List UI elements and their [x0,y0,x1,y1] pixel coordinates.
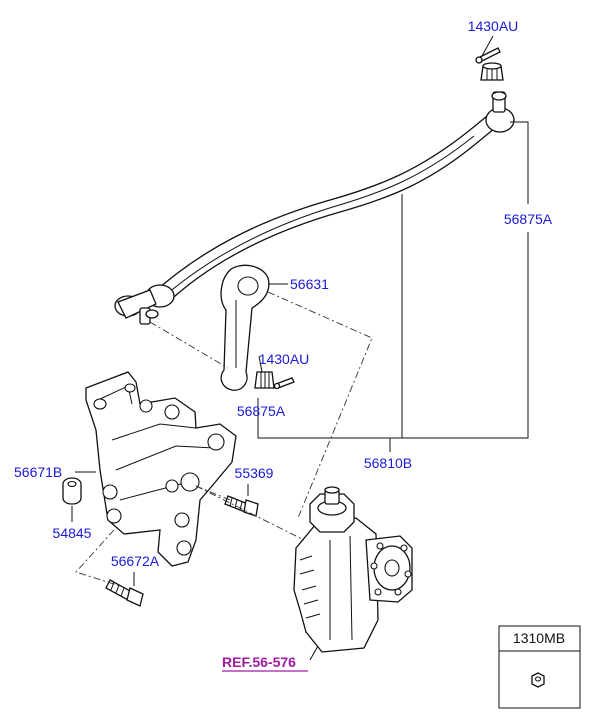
alignment-lines [75,291,373,587]
castle-nut-mid [254,371,275,389]
label-bushing: 54845 [53,525,92,541]
tie-rod-end-left [114,284,175,325]
label-tie-rod-end-right: 56875A [504,211,553,227]
label-bracket: 56671B [14,464,62,480]
tie-rod-end-right [485,91,515,133]
castle-nut-top [480,62,504,81]
pitman-arm [220,264,270,391]
label-inset-nut: 1310MB [513,630,565,646]
label-bolt-upper: 55369 [235,465,274,481]
label-pitman-arm: 56631 [290,276,329,292]
cotter-pin-top [475,47,501,64]
label-gear-box-reference[interactable]: REF.56-576 [222,654,296,670]
label-cotter-pin-mid: 1430AU [259,351,310,367]
inset-box [498,625,581,709]
label-bolt-lower: 56672A [111,553,160,569]
leader-lines [71,35,529,661]
bushing [62,477,82,505]
steering-gear-box [293,486,413,653]
label-tie-rod-end-left: 56875A [237,403,286,419]
label-drag-link-assembly: 56810B [364,455,412,471]
label-cotter-pin-top: 1430AU [468,18,519,34]
bracket [85,371,237,567]
bolt-upper [224,495,259,517]
bolt-lower [105,579,144,607]
nut-icon [531,672,545,688]
cotter-pin-mid [273,377,295,390]
